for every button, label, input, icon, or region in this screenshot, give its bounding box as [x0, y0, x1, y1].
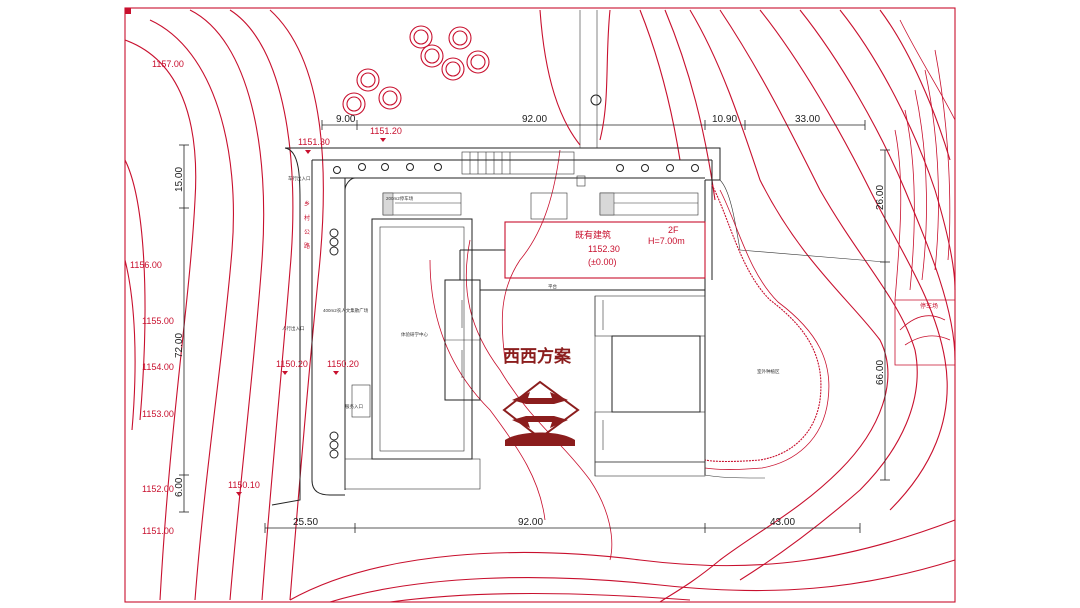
contour-label-7: 1151.00 [142, 526, 174, 536]
north-road [539, 9, 611, 148]
dim-top-3: 10.90 [712, 114, 737, 125]
label-entry-people: 人行出入口 [282, 325, 305, 332]
elev-marker-2 [380, 138, 386, 142]
elev-top-left-2: 1151.20 [370, 126, 402, 136]
contour-label-1: 1157.00 [152, 59, 184, 69]
building-elevation: 1152.30 [588, 244, 620, 254]
tree-cluster [342, 25, 490, 116]
dim-bottom-3: 43.00 [770, 517, 795, 528]
building-name: 既有建筑 [575, 229, 611, 240]
top-bollards [333, 163, 699, 174]
dim-left-2: 72.00 [174, 333, 185, 358]
dim-right-1: 26.00 [875, 185, 886, 210]
elev-mid-left-2: 1150.20 [327, 359, 359, 369]
dim-bottom-2: 92.00 [518, 517, 543, 528]
frame-corner-mark [125, 8, 131, 14]
elev-mid-left-1: 1150.20 [276, 359, 308, 369]
elev-bottom-left: 1150.10 [228, 480, 260, 490]
building-floors: 2F [668, 225, 679, 235]
contour-label-6: 1152.00 [142, 484, 174, 494]
contour-label-2: 1156.00 [130, 260, 162, 270]
retaining-wall [704, 184, 822, 463]
dim-top-4: 33.00 [795, 114, 820, 125]
entry-stairs [461, 151, 586, 187]
label-view: 室外种植区 [757, 368, 780, 375]
courtyard-wings [344, 279, 706, 490]
parking-lot-right: 停车场 [920, 302, 938, 310]
dim-bottom-1: 25.50 [293, 517, 318, 528]
label-hall: 体验研学中心 [401, 331, 428, 338]
contour-label-3: 1155.00 [142, 316, 174, 326]
elev-marker-3 [282, 371, 288, 375]
drawing-frame [124, 7, 956, 603]
road-text-4: 路 [304, 242, 310, 250]
elev-marker-4 [333, 371, 339, 375]
dim-top-2: 92.00 [522, 114, 547, 125]
dim-right-2: 66.00 [875, 360, 886, 385]
label-plaza: 400m2农人文集散广场 [323, 307, 369, 314]
existing-building-link [445, 249, 505, 281]
label-parking: 200m2停车场 [386, 195, 414, 202]
contours-bottom [289, 519, 956, 603]
road-text-3: 公 [304, 229, 310, 236]
contour-label-5: 1153.00 [142, 409, 174, 419]
building-zero: (±0.00) [588, 257, 616, 267]
contour-label-4: 1154.00 [142, 362, 174, 372]
elev-marker-5 [236, 492, 242, 496]
contours-right [639, 9, 956, 603]
parking-areas [351, 192, 699, 418]
dim-top-1: 9.00 [336, 114, 356, 125]
elev-marker-1 [305, 150, 311, 154]
elev-top-left-1: 1151.30 [298, 137, 330, 147]
road-text-2: 村 [304, 214, 310, 222]
road-text-1: 乡 [304, 201, 310, 208]
contours-left [124, 9, 324, 601]
dim-left-3: 6.00 [174, 477, 185, 497]
experience-hall [371, 218, 473, 460]
experience-hall-inner [379, 226, 465, 452]
label-entry-car: 车行出入口 [288, 175, 311, 182]
contours-steep-right [894, 19, 956, 366]
dim-left-1: 15.00 [174, 167, 185, 192]
left-bollards [329, 228, 339, 459]
site-boundary [271, 147, 886, 506]
label-service: 服务入口 [345, 403, 363, 410]
watermark-logo [502, 380, 580, 446]
label-platform: 平台 [548, 283, 557, 290]
retaining-wall-inner [704, 189, 830, 470]
building-height: H=7.00m [648, 236, 685, 246]
watermark-text: 西西方案 [503, 346, 572, 367]
